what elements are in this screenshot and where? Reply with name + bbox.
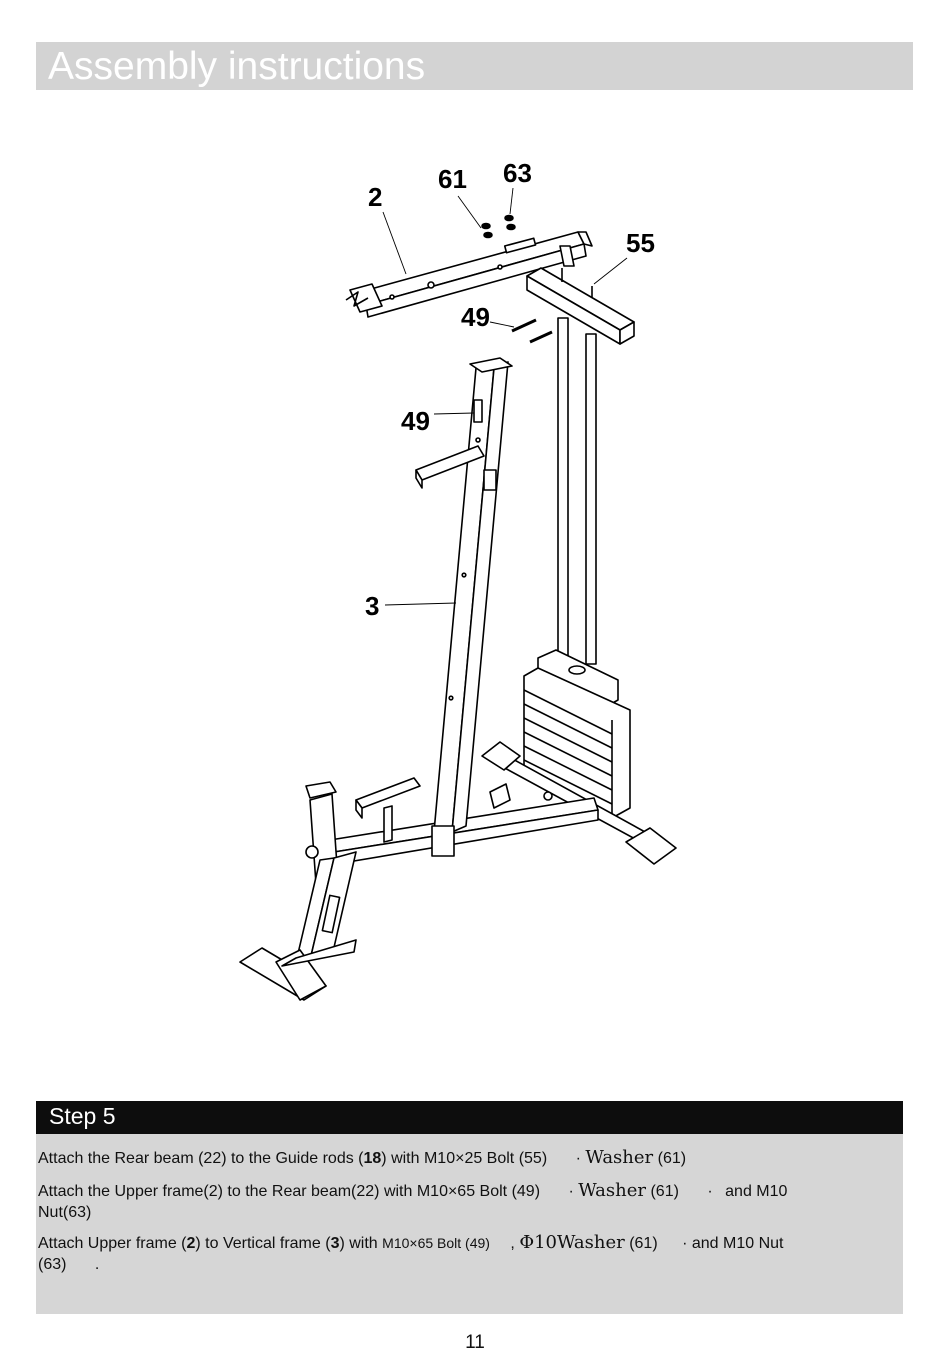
vertical-frame-part — [415, 357, 513, 857]
rear-beam-part — [526, 267, 635, 665]
callout-bolt-49-left: 49 — [401, 406, 430, 436]
instruction-line-2: Attach the Upper frame(2) to the Rear be… — [38, 1180, 788, 1201]
instruction-line-1: Attach the Rear beam (22) to the Guide r… — [38, 1147, 687, 1168]
assembly-diagram: 2 61 63 55 49 49 3 — [239, 158, 677, 1001]
bolt-parts — [511, 318, 553, 344]
front-frame-part — [239, 777, 553, 1001]
instruction-line-2-cont: Nut(63) — [38, 1204, 92, 1221]
callout-bolt-49-top: 49 — [461, 302, 490, 332]
callout-bolt-55: 55 — [626, 228, 655, 258]
weight-stack-part — [523, 649, 631, 819]
page-number: 11 — [465, 1332, 485, 1353]
callout-nut: 63 — [503, 158, 532, 188]
section-title: Assembly instructions — [48, 45, 426, 88]
washer-nut-parts — [481, 214, 516, 239]
instruction-line-3: Attach Upper frame (2) to Vertical frame… — [38, 1232, 784, 1253]
section-header: Assembly instructions — [36, 42, 913, 90]
callout-washer: 61 — [438, 164, 467, 194]
instruction-line-3-cont: (63) . — [38, 1256, 100, 1273]
upper-frame-part — [345, 231, 593, 318]
step-header: Step 5 — [36, 1101, 903, 1134]
step-instructions: Attach the Rear beam (22) to the Guide r… — [36, 1134, 903, 1314]
callout-upper-frame: 2 — [368, 182, 382, 212]
step-title: Step 5 — [49, 1103, 116, 1129]
callout-vertical-frame: 3 — [365, 591, 379, 621]
